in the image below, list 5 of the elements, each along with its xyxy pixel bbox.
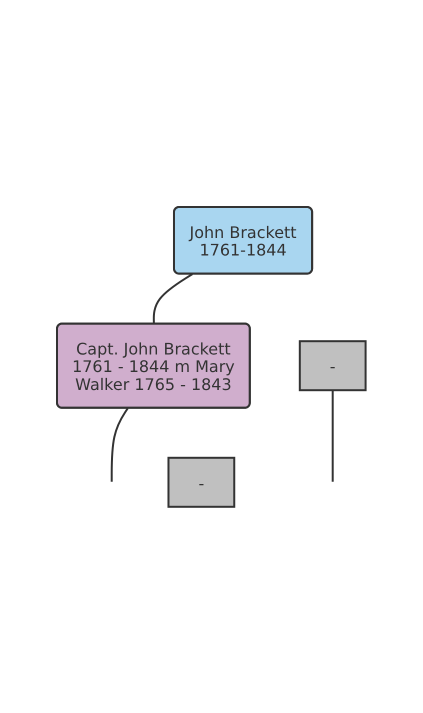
connector bbox=[332, 390, 334, 482]
node-box: - bbox=[168, 456, 236, 508]
connector bbox=[153, 272, 194, 324]
connector bbox=[110, 407, 129, 482]
node-box: - bbox=[299, 340, 367, 391]
